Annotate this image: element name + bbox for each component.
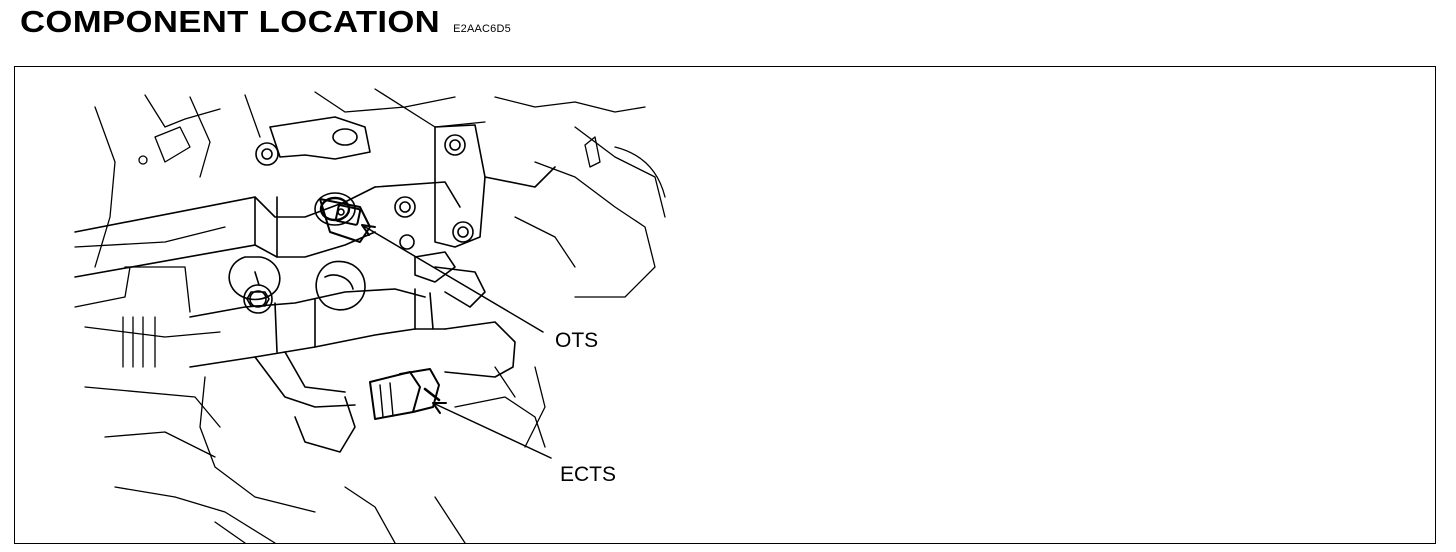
ots-label: OTS bbox=[555, 329, 599, 352]
ects-leader-arrow bbox=[432, 402, 447, 414]
ects-label: ECTS bbox=[560, 463, 617, 486]
ects-leader bbox=[432, 402, 552, 459]
upper-hose bbox=[74, 181, 461, 278]
ects-sensor bbox=[369, 368, 441, 420]
ots-leader bbox=[361, 224, 544, 333]
upper-bracket bbox=[255, 116, 556, 248]
callout-leaders bbox=[361, 224, 552, 459]
page-title: COMPONENT LOCATION bbox=[20, 4, 441, 39]
engine-block-lines bbox=[74, 88, 666, 543]
coolant-pipes bbox=[189, 256, 516, 453]
ots-leader-arrow bbox=[361, 224, 376, 236]
document-code: E2AAC6D5 bbox=[453, 23, 511, 35]
page-header: COMPONENT LOCATION E2AAC6D5 bbox=[20, 4, 511, 44]
engine-illustration bbox=[74, 88, 666, 543]
ots-sensor bbox=[314, 192, 486, 308]
left-bolt bbox=[243, 271, 273, 314]
figure-frame: OTS ECTS bbox=[14, 66, 1436, 544]
